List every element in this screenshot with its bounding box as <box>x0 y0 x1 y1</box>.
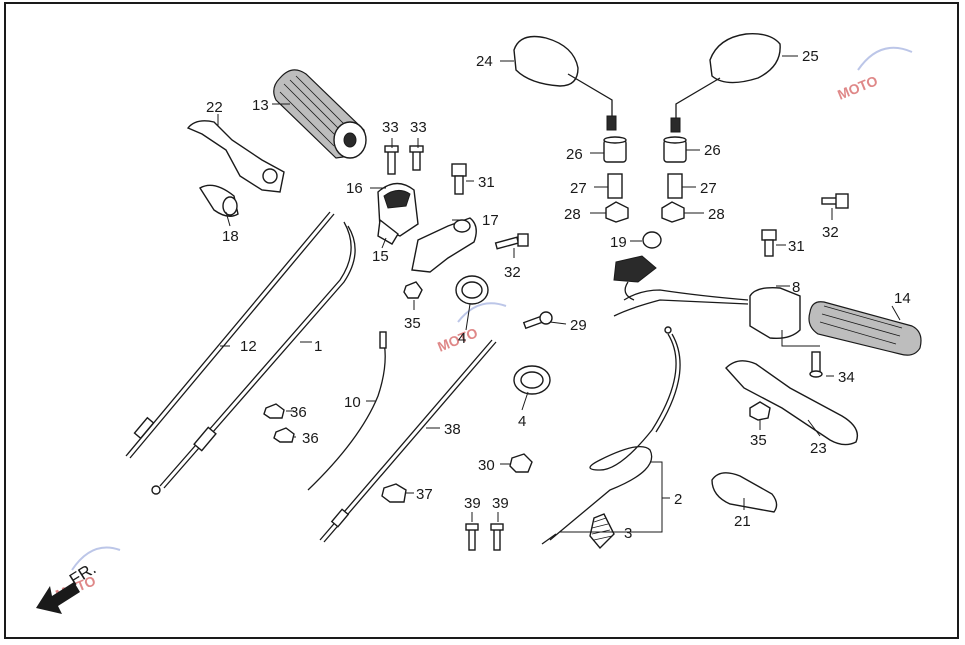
label-19: 19 <box>610 234 627 251</box>
part-21-lever-cover <box>711 472 778 513</box>
part-31-bolt-right <box>761 229 777 257</box>
label-37: 37 <box>416 486 433 503</box>
label-16: 16 <box>346 180 363 197</box>
label-27-left: 27 <box>570 180 587 197</box>
diagram-frame <box>4 2 959 639</box>
part-24-mirror-left <box>513 35 617 131</box>
label-10: 10 <box>344 394 361 411</box>
part-31-bolt-left <box>451 163 467 195</box>
label-33-left: 33 <box>382 119 399 136</box>
label-17: 17 <box>482 212 499 229</box>
label-30: 30 <box>478 457 495 474</box>
part-10-speedo-cable <box>307 331 387 491</box>
part-35-nut-left <box>403 281 423 299</box>
watermark-text: MOTO <box>835 72 880 103</box>
label-32-right: 32 <box>822 224 839 241</box>
label-27-right: 27 <box>700 180 717 197</box>
part-39-bolts <box>465 523 504 551</box>
part-28-nut-right <box>661 201 685 223</box>
part-1-clutch-cable <box>151 221 356 495</box>
label-4-lower: 4 <box>518 413 526 430</box>
label-15: 15 <box>372 248 389 265</box>
label-23: 23 <box>810 440 827 457</box>
label-22: 22 <box>206 99 223 116</box>
label-25: 25 <box>802 48 819 65</box>
label-32-center: 32 <box>504 264 521 281</box>
part-30-nut <box>509 453 533 473</box>
part-34-screw <box>781 330 823 378</box>
label-39-right: 39 <box>492 495 509 512</box>
label-39-left: 39 <box>464 495 481 512</box>
label-35-right: 35 <box>750 432 767 449</box>
part-29-bolt <box>522 311 553 330</box>
part-32-bolt-center <box>494 233 529 250</box>
label-13: 13 <box>252 97 269 114</box>
part-15-switch-lower <box>377 218 399 245</box>
part-23-brake-lever <box>725 360 859 446</box>
label-24: 24 <box>476 53 493 70</box>
label-2: 2 <box>674 491 682 508</box>
label-29: 29 <box>570 317 587 334</box>
part-36-nuts <box>263 403 295 443</box>
label-38: 38 <box>444 421 461 438</box>
part-27-threaded-left <box>607 173 623 199</box>
label-3: 3 <box>624 525 632 542</box>
part-27-threaded-right <box>667 173 683 199</box>
part-14-right-grip <box>808 301 922 356</box>
label-31-right: 31 <box>788 238 805 255</box>
part-3-rubber-boot <box>541 513 615 550</box>
part-18-lever-cover <box>199 184 239 217</box>
label-8: 8 <box>792 279 800 296</box>
leader-lines <box>217 55 901 533</box>
part-28-nut-left <box>605 201 629 223</box>
part-13-left-grip <box>273 69 367 159</box>
part-19-brake-bracket <box>613 231 662 301</box>
part-33-bolts <box>384 145 424 175</box>
part-26-adapter-left <box>603 136 627 163</box>
label-36-upper: 36 <box>290 404 307 421</box>
part-35-nut-right <box>749 401 771 421</box>
part-37-nut <box>381 483 407 503</box>
part-4-clamp-lower <box>513 365 551 395</box>
label-34: 34 <box>838 369 855 386</box>
label-26-right: 26 <box>704 142 721 159</box>
label-36-lower: 36 <box>302 430 319 447</box>
part-12-choke-cable <box>125 211 335 459</box>
label-18: 18 <box>222 228 239 245</box>
label-4-upper: 4 <box>458 330 466 347</box>
label-21: 21 <box>734 513 751 530</box>
part-2-brake-cable <box>549 326 681 541</box>
part-22-clutch-lever <box>186 120 285 193</box>
label-14: 14 <box>894 290 911 307</box>
part-number-labels: 1 2 3 4 4 8 10 12 13 14 15 16 17 18 19 2… <box>206 48 911 542</box>
label-12: 12 <box>240 338 257 355</box>
part-25-mirror-right <box>670 33 781 133</box>
part-38-throttle-cable <box>319 339 497 543</box>
watermark-center: MOTO <box>435 302 507 355</box>
part-4-clamp-upper <box>455 275 489 305</box>
watermark-top-right: MOTO <box>835 46 913 103</box>
part-8-throttle-housing <box>613 286 801 340</box>
label-31-left: 31 <box>478 174 495 191</box>
part-17-lever-bracket <box>411 217 477 273</box>
part-16-switch-housing <box>377 182 419 237</box>
label-28-right: 28 <box>708 206 725 223</box>
label-35-left: 35 <box>404 315 421 332</box>
label-28-left: 28 <box>564 206 581 223</box>
label-26-left: 26 <box>566 146 583 163</box>
part-26-adapter-right <box>663 136 687 163</box>
label-33-right: 33 <box>410 119 427 136</box>
label-1: 1 <box>314 338 322 355</box>
part-32-bolt-right <box>821 193 849 209</box>
